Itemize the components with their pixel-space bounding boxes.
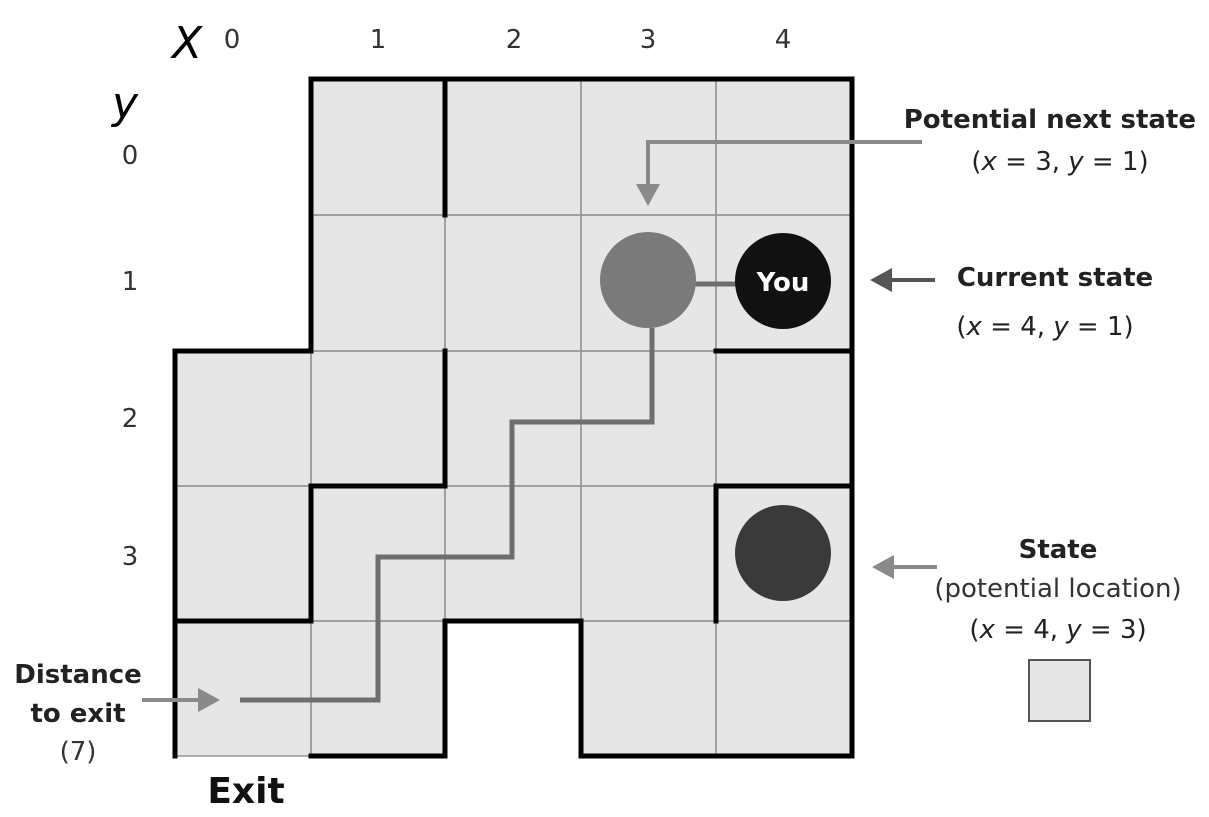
grid-cell [175, 621, 311, 756]
grid-cell [581, 351, 716, 486]
grid-cell [311, 215, 445, 351]
grid-cell [311, 79, 445, 215]
grid-cell [581, 621, 716, 756]
maze-walls [172, 76, 855, 759]
y-tick: 3 [122, 542, 139, 572]
state-marker [735, 505, 831, 601]
state-swatch [1028, 659, 1091, 722]
x-tick: 2 [506, 25, 523, 55]
state-subtitle: (potential location) [934, 574, 1181, 604]
current-state-marker [735, 233, 831, 329]
distance-value: (7) [60, 737, 97, 767]
annotation-next-state: Potential next state (x = 3, y = 1) [636, 105, 1196, 206]
path-to-exit [240, 328, 655, 703]
state-coords: (x = 4, y = 3) [969, 615, 1146, 645]
next-state-title: Potential next state [904, 105, 1196, 135]
y-tick: 0 [122, 141, 139, 171]
annotation-state: State (potential location) (x = 4, y = 3… [872, 535, 1182, 722]
current-state-marker-label: You [756, 268, 810, 298]
x-tick: 1 [370, 25, 387, 55]
x-axis-variable: X [170, 18, 203, 69]
current-state-title: Current state [957, 263, 1153, 293]
maze-cells [175, 79, 852, 756]
annotation-current-state: Current state (x = 4, y = 1) [870, 263, 1153, 342]
y-axis-variable: y [110, 78, 139, 129]
x-tick: 3 [640, 25, 657, 55]
grid-cell [175, 351, 311, 486]
arrow-down-icon [636, 184, 660, 206]
grid-cell [716, 79, 852, 215]
grid-cell [716, 351, 852, 486]
y-tick: 1 [122, 267, 139, 297]
grid-cell [581, 486, 716, 621]
x-axis-ticks: 0 1 2 3 4 [224, 25, 792, 55]
current-state-coords: (x = 4, y = 1) [956, 312, 1133, 342]
exit-label: Exit [207, 771, 284, 812]
annotation-distance: Distance to exit (7) [14, 660, 220, 767]
y-tick: 2 [122, 404, 139, 434]
arrow-right-icon [198, 688, 220, 712]
grid-cell [716, 621, 852, 756]
y-axis-ticks: 0 1 2 3 [122, 141, 139, 572]
next-state-coords: (x = 3, y = 1) [971, 147, 1148, 177]
grid-cell [445, 79, 581, 215]
x-tick: 0 [224, 25, 241, 55]
arrow-left-icon [870, 268, 892, 292]
grid-cell [175, 486, 311, 621]
grid-cell [311, 351, 445, 486]
grid-cell [445, 215, 581, 351]
arrow-left-icon [872, 555, 894, 579]
next-state-arrow-line [646, 140, 922, 186]
distance-line2: to exit [30, 699, 125, 729]
distance-line1: Distance [14, 660, 142, 690]
state-title: State [1019, 535, 1098, 565]
x-tick: 4 [775, 25, 792, 55]
potential-next-state-marker [600, 232, 696, 328]
